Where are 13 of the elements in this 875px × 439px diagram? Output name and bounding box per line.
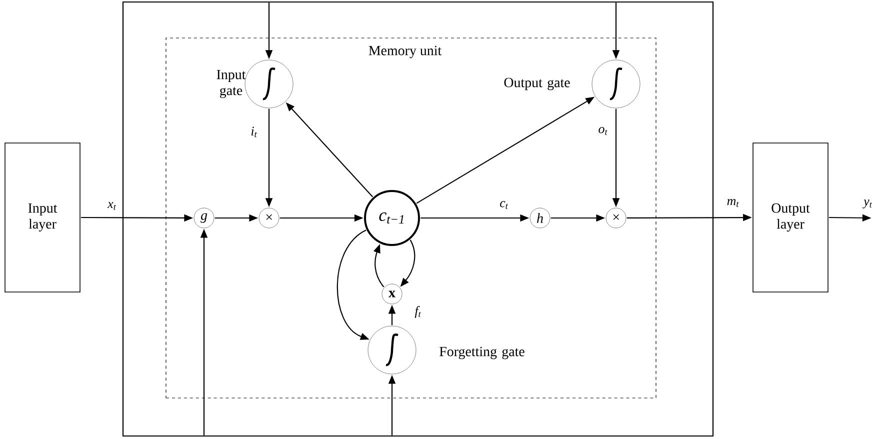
edge-label: i$_{t}$ [251,126,257,138]
edge-label: f$_{t}$ [414,306,421,318]
layer-box: Output layer [752,142,828,292]
frame-title: Memory unit [368,46,442,58]
edge-label: y$_{t}$ [862,200,872,208]
edge-label: x$_{t}$ [107,202,116,210]
gate-label: Forgetting gate [440,346,524,360]
layer-box: Input layer [4,142,80,292]
edge-label: c$_{t}$ [500,201,508,209]
edge-label: o$_{t}$ [598,127,608,135]
gate-label: Output gate [504,78,570,90]
gate-label: Input gate [216,70,246,98]
edge-label: m$_{t}$ [727,199,739,207]
